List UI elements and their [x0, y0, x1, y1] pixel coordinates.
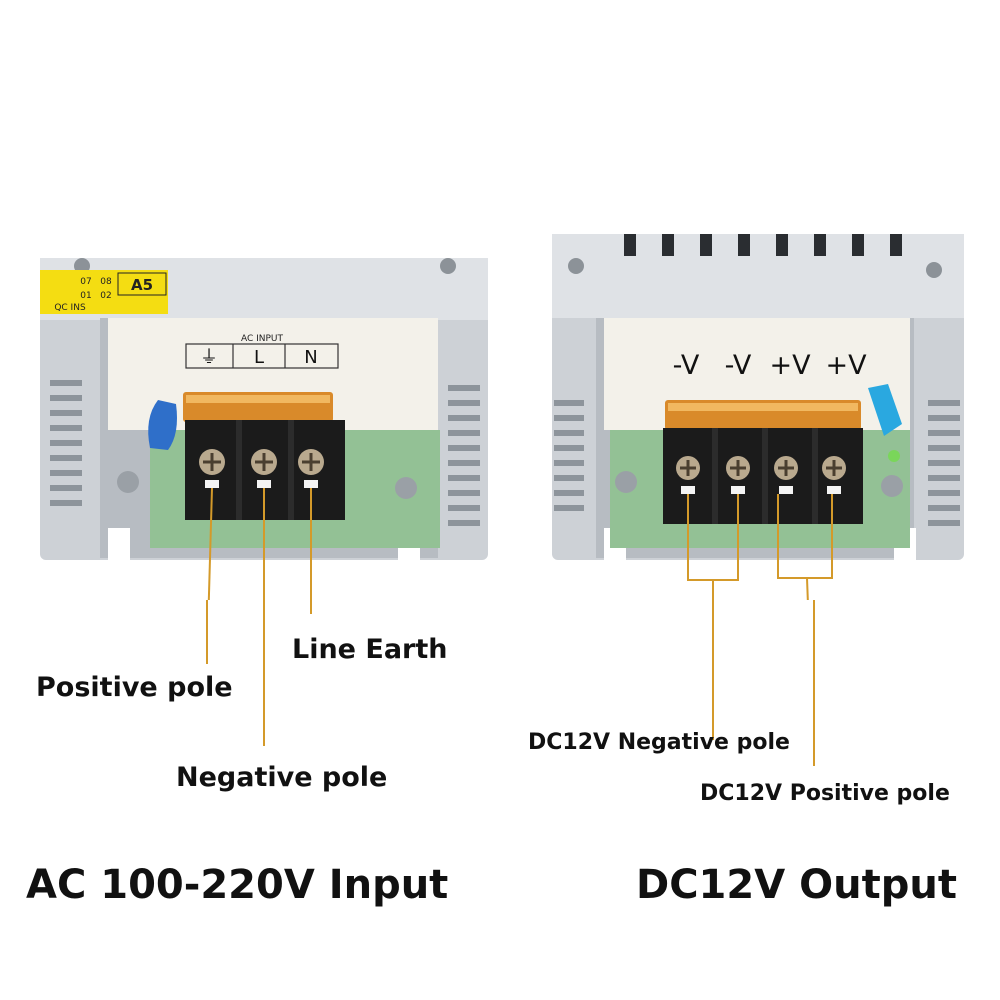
output-terminal-label-4: +V [825, 350, 867, 381]
sticker-grid-top-1: 07 [80, 277, 91, 287]
line-terminal-label: L [254, 347, 264, 368]
output-right-vents [928, 400, 960, 526]
blue-capacitor [148, 400, 177, 450]
input-screw-earth [199, 449, 225, 488]
output-top-vents [624, 234, 902, 256]
qc-sticker: A5 07 08 01 02 QC INS [40, 270, 168, 314]
sticker-grid-bottom-1: 01 [80, 291, 91, 301]
output-screw-4 [822, 456, 846, 494]
dc-output-unit-photo: -V -V +V +V [552, 234, 964, 600]
neutral-terminal-label: N [304, 347, 317, 368]
input-left-vents [50, 380, 82, 506]
output-terminal-label-2: -V [725, 350, 752, 381]
output-terminal-label-1: -V [673, 350, 700, 381]
ac-input-caption: AC 100-220V Input [26, 862, 449, 908]
ac-input-title: AC INPUT [241, 334, 284, 344]
output-screw-2 [726, 456, 750, 494]
input-mount-screw-left [117, 471, 139, 493]
input-mount-screw-right [395, 477, 417, 499]
output-terminal-label-3: +V [769, 350, 811, 381]
leader-line-extensions [206, 600, 815, 766]
dc-output-caption: DC12V Output [636, 862, 957, 908]
input-leader-lines [207, 487, 312, 600]
output-mount-screw-left [615, 471, 637, 493]
negative-pole-callout: Negative pole [176, 762, 388, 793]
sticker-grid-bottom-2: 02 [100, 291, 111, 301]
input-top-screw-right [440, 258, 456, 274]
ac-input-unit-photo: AC INPUT ⏚ L N A5 07 08 01 02 QC INS [40, 258, 488, 600]
output-top-screw-left [568, 258, 584, 274]
positive-pole-callout: Positive pole [36, 672, 233, 703]
input-screw-neutral [298, 449, 324, 488]
output-mount-screw-right [881, 475, 903, 497]
dc-positive-pole-callout: DC12V Positive pole [700, 781, 950, 806]
blue-tape [868, 384, 902, 436]
sticker-grid-top-2: 08 [100, 277, 112, 287]
sticker-qc: QC INS [54, 303, 86, 313]
output-left-vents [554, 400, 584, 511]
green-led [888, 450, 900, 462]
output-leader-lines [687, 494, 833, 600]
dc-negative-pole-callout: DC12V Negative pole [528, 730, 790, 755]
line-earth-callout: Line Earth [292, 634, 448, 665]
ac-input-table [185, 343, 339, 369]
input-screw-line [251, 449, 277, 488]
earth-terminal-label: ⏚ [200, 347, 218, 368]
input-right-vents [448, 385, 480, 526]
output-screw-1 [676, 456, 700, 494]
output-top-screw-right [926, 262, 942, 278]
output-screw-3 [774, 456, 798, 494]
sticker-code: A5 [131, 276, 153, 294]
